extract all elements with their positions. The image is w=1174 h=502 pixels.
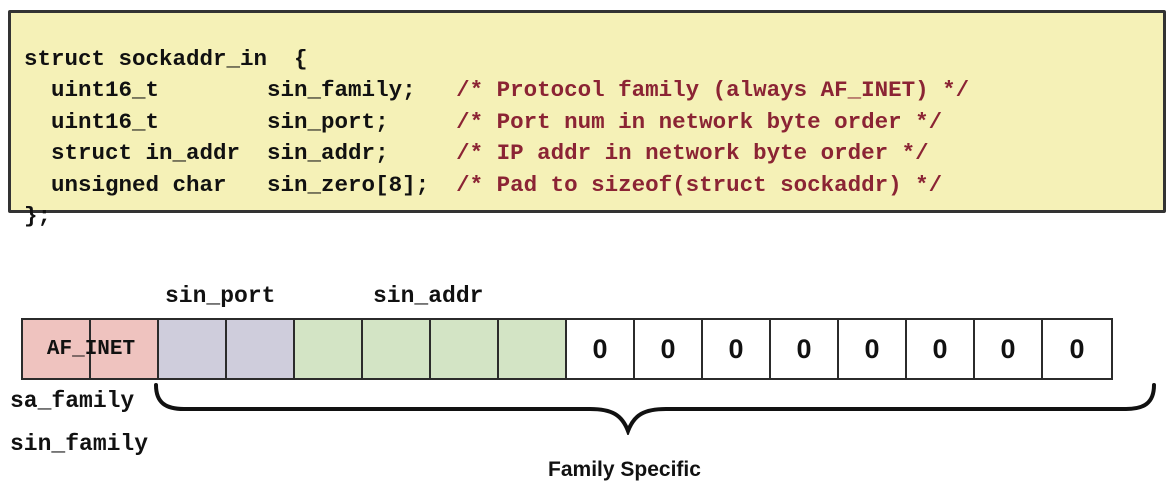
byte-cell-value: 0 xyxy=(660,333,676,364)
byte-cell-value: 0 xyxy=(796,333,812,364)
byte-cell-value: 0 xyxy=(864,333,880,364)
code-listing: struct sockaddr_in { uint16_t sin_family;… xyxy=(24,44,969,233)
byte-cell xyxy=(227,320,295,378)
code-field: sin_zero[8]; xyxy=(267,171,430,198)
byte-cell: 0 xyxy=(635,320,703,378)
byte-cell: 0 xyxy=(975,320,1043,378)
byte-cell: 0 xyxy=(1043,320,1111,378)
byte-cell xyxy=(159,320,227,378)
code-indent xyxy=(24,170,51,202)
code-line: struct sockaddr_in { xyxy=(24,44,969,76)
code-comment: /* IP addr in network byte order */ xyxy=(456,140,929,166)
code-type: struct sockaddr_in { xyxy=(24,45,308,72)
code-indent xyxy=(24,107,51,139)
byte-cell: 0 xyxy=(839,320,907,378)
code-indent xyxy=(24,138,51,170)
code-block: struct sockaddr_in { uint16_t sin_family;… xyxy=(8,10,1166,229)
byte-cell: 0 xyxy=(703,320,771,378)
diagram-label-sin-port: sin_port xyxy=(165,283,276,309)
family-specific-text: Family Specific xyxy=(548,458,701,481)
byte-cell-value: 0 xyxy=(728,333,744,364)
byte-cell xyxy=(295,320,363,378)
byte-cell xyxy=(363,320,431,378)
code-comment: /* Port num in network byte order */ xyxy=(456,108,943,135)
code-line: struct in_addr sin_addr; /* IP addr in net… xyxy=(24,138,969,170)
family-specific-brace xyxy=(154,383,1156,435)
code-field: sin_addr; xyxy=(267,140,389,166)
byte-cell-value: 0 xyxy=(592,333,608,364)
family-specific-caption: Family Specific xyxy=(0,458,1174,482)
byte-cell xyxy=(499,320,567,378)
byte-cell: 0 xyxy=(771,320,839,378)
byte-cell xyxy=(23,320,91,378)
code-line: uint16_t sin_family; /* Protocol family (a… xyxy=(24,75,969,107)
byte-cell-value: 0 xyxy=(932,333,948,364)
diagram-label-sa-family: sa_family xyxy=(10,388,135,414)
code-line: }; xyxy=(24,201,969,233)
code-type: }; xyxy=(24,203,52,229)
code-line: uint16_t sin_port; /* Port num in network … xyxy=(24,107,969,139)
diagram-label-sin-family: sin_family xyxy=(10,431,149,457)
code-indent xyxy=(24,75,51,107)
diagram-label-sin-addr: sin_addr xyxy=(373,283,484,309)
code-type: uint16_t xyxy=(51,77,160,103)
code-type: uint16_t xyxy=(51,108,160,135)
code-field: sin_port; xyxy=(267,108,389,135)
code-type: struct in_addr xyxy=(51,140,241,166)
byte-cell: 0 xyxy=(907,320,975,378)
code-comment: /* Protocol family (always AF_INET) */ xyxy=(456,77,970,103)
code-field: sin_family; xyxy=(267,77,416,103)
code-type: unsigned char xyxy=(51,171,227,198)
byte-cell-value: 0 xyxy=(1000,333,1016,364)
byte-row: 0 0 0 0 0 0 0 0 xyxy=(21,318,1113,380)
code-comment: /* Pad to sizeof(struct sockaddr) */ xyxy=(456,171,943,198)
byte-cell-value: 0 xyxy=(1069,333,1085,364)
byte-cell: 0 xyxy=(567,320,635,378)
byte-cell xyxy=(431,320,499,378)
code-line: unsigned char sin_zero[8]; /* Pad to sizeo… xyxy=(24,170,969,202)
byte-cell xyxy=(91,320,159,378)
